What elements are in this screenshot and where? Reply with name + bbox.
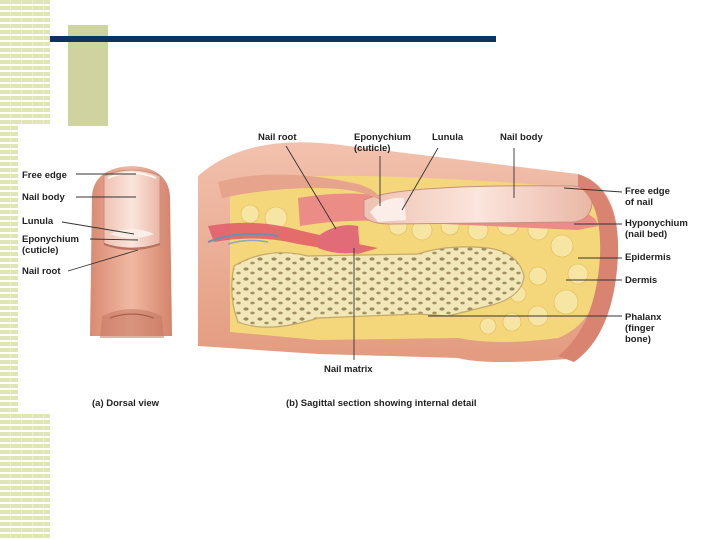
label-phalanx: Phalanx (finger bone) — [625, 312, 661, 345]
label-eponychium-top: Eponychium (cuticle) — [354, 132, 411, 154]
label-epidermis: Epidermis — [625, 252, 671, 263]
caption-sagittal-section: (b) Sagittal section showing internal de… — [286, 398, 477, 409]
caption-dorsal-view: (a) Dorsal view — [92, 398, 159, 409]
label-dermis: Dermis — [625, 275, 657, 286]
label-free-edge-of-nail: Free edge of nail — [625, 186, 670, 208]
label-nail-body-top: Nail body — [500, 132, 543, 143]
label-hyponychium: Hyponychium (nail bed) — [625, 218, 688, 240]
nail-anatomy-figure: Free edge Nail body Lunula Eponychium (c… — [18, 126, 704, 412]
sagittal-section — [198, 142, 618, 362]
label-nail-body-left: Nail body — [22, 192, 65, 203]
label-nail-matrix: Nail matrix — [324, 364, 373, 375]
title-bar — [50, 36, 496, 42]
label-nail-root-top: Nail root — [258, 132, 297, 143]
label-eponychium-left: Eponychium (cuticle) — [22, 234, 79, 256]
label-lunula-left: Lunula — [22, 216, 53, 227]
label-nail-root-left: Nail root — [22, 266, 61, 277]
label-lunula-top: Lunula — [432, 132, 463, 143]
label-free-edge: Free edge — [22, 170, 67, 181]
